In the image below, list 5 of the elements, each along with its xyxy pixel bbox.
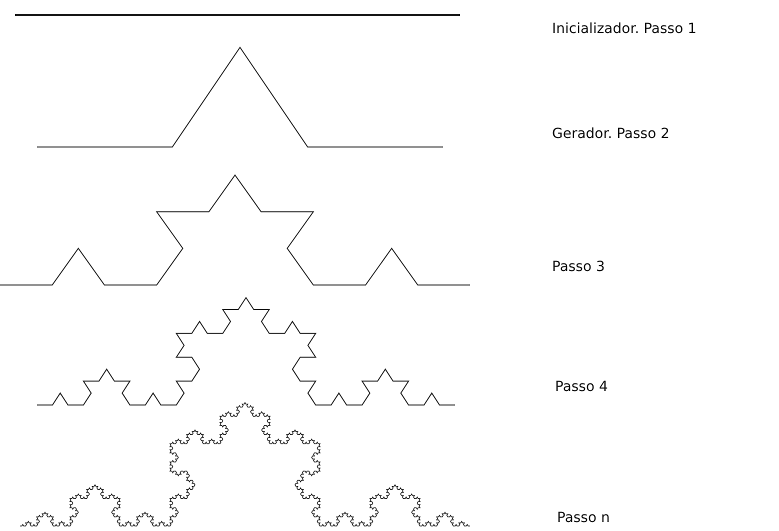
step-label: Passo 4	[555, 379, 608, 395]
step-label: Gerador. Passo 2	[552, 126, 670, 142]
step-label: Inicializador. Passo 1	[552, 21, 696, 37]
step-label: Passo n	[557, 510, 610, 526]
step-label: Passo 3	[552, 259, 605, 275]
